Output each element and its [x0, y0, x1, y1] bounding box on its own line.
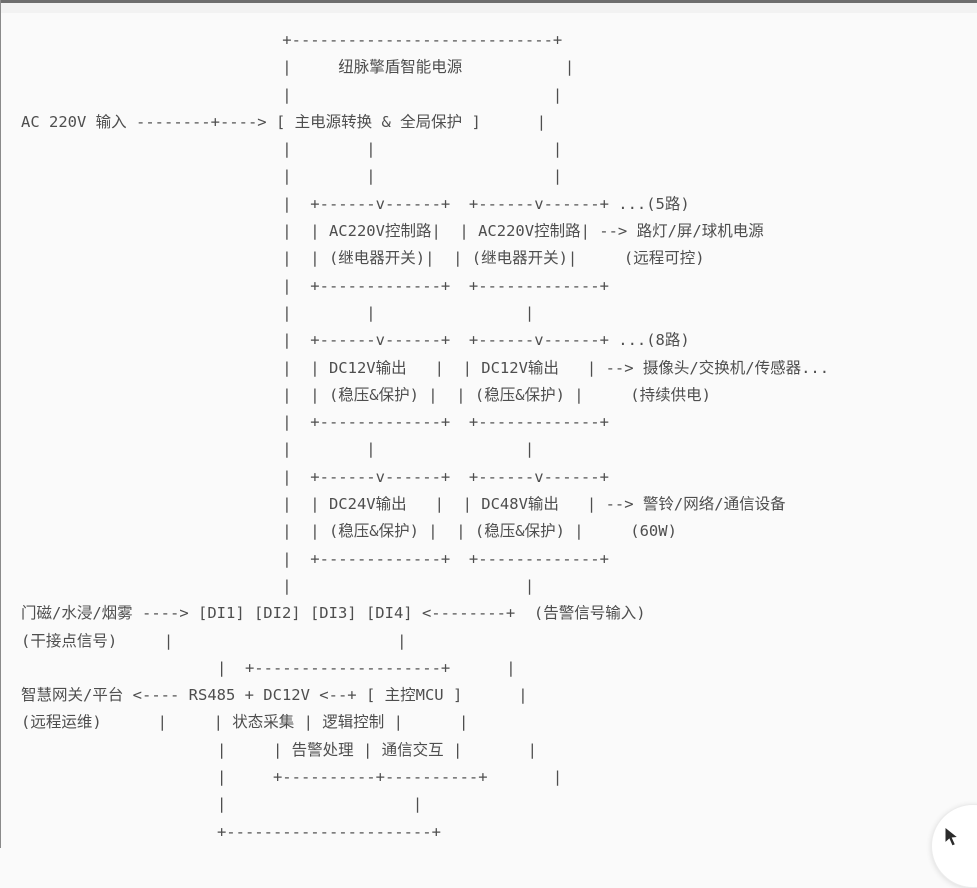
ascii-architecture-diagram: +----------------------------+ | 纽脉擎盾智能电…: [21, 31, 830, 841]
cursor-icon: [944, 826, 960, 847]
window-top-border: [0, 0, 977, 3]
floating-cursor-button[interactable]: [931, 804, 977, 888]
window-left-border: [0, 0, 1, 848]
header-strip: [0, 3, 977, 13]
